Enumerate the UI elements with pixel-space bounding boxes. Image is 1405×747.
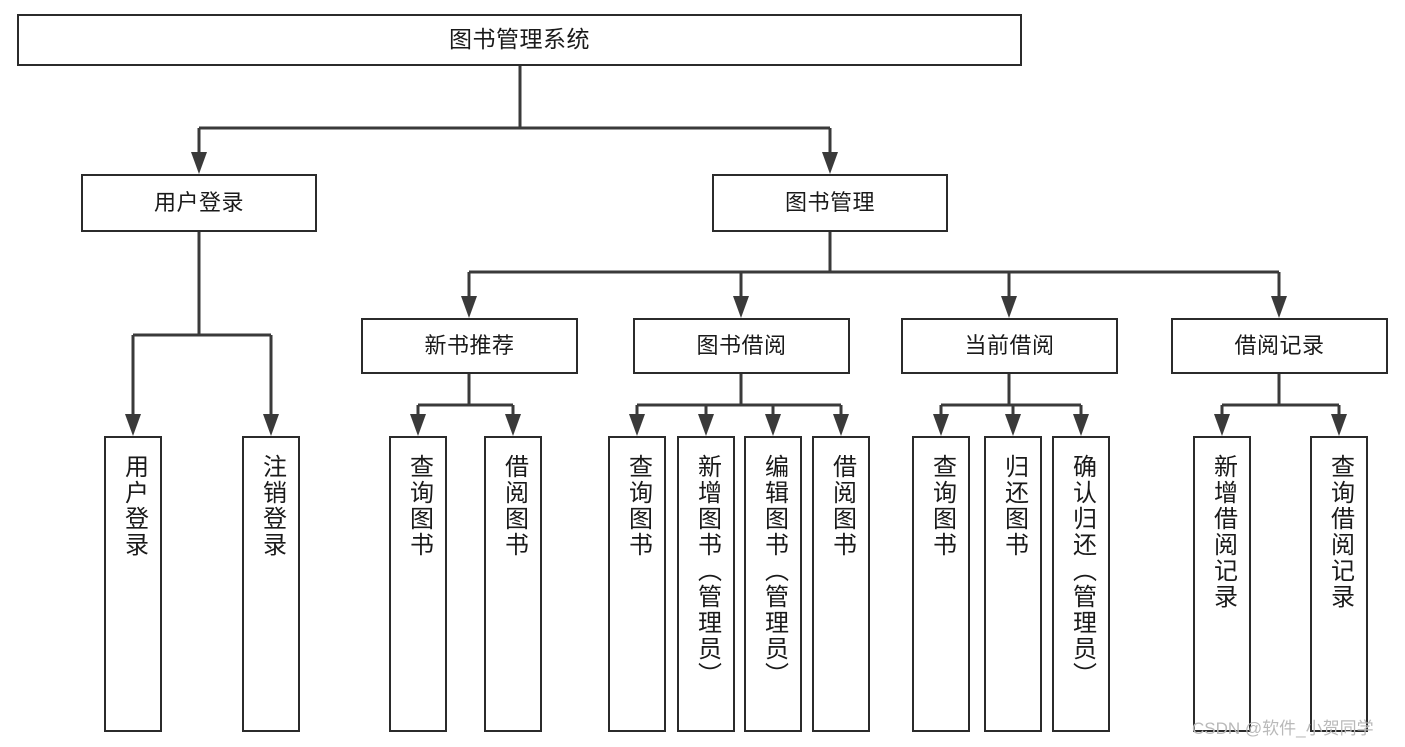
node-leaf-bor-query[interactable]: 查询图书 bbox=[608, 436, 666, 732]
connector-arrow-bookmgmt-1 bbox=[733, 296, 749, 318]
node-label: 查询图书 bbox=[405, 454, 433, 558]
node-records[interactable]: 借阅记录 bbox=[1171, 318, 1388, 374]
connector-arrow-borrow-1 bbox=[698, 414, 714, 436]
csdn-watermark: CSDN @软件_小贺同学 bbox=[1192, 719, 1374, 738]
node-label: 确认归还（管理员） bbox=[1068, 454, 1096, 688]
node-label: 编辑图书（管理员） bbox=[760, 454, 788, 688]
node-label: 图书借阅 bbox=[696, 332, 787, 358]
node-label: 新书推荐 bbox=[424, 332, 515, 358]
node-leaf-user-login[interactable]: 用户登录 bbox=[104, 436, 162, 732]
node-label: 图书管理系统 bbox=[449, 26, 590, 53]
node-label: 归还图书 bbox=[1000, 454, 1028, 558]
connector-arrow-newrec-1 bbox=[505, 414, 521, 436]
node-leaf-rec-borrow[interactable]: 借阅图书 bbox=[484, 436, 542, 732]
connector-arrow-current-2 bbox=[1073, 414, 1089, 436]
connector-arrow-login-1 bbox=[263, 414, 279, 436]
connector-arrow-newrec-0 bbox=[410, 414, 426, 436]
connector-arrow-current-0 bbox=[933, 414, 949, 436]
node-label: 借阅图书 bbox=[500, 454, 528, 558]
node-leaf-cur-confirm[interactable]: 确认归还（管理员） bbox=[1052, 436, 1110, 732]
node-label: 用户登录 bbox=[153, 189, 244, 215]
node-label: 注销登录 bbox=[258, 454, 286, 558]
node-label: 借阅图书 bbox=[828, 454, 856, 558]
connector-arrow-login-0 bbox=[125, 414, 141, 436]
node-current[interactable]: 当前借阅 bbox=[901, 318, 1118, 374]
node-leaf-rcd-query[interactable]: 查询借阅记录 bbox=[1310, 436, 1368, 732]
node-leaf-rcd-add[interactable]: 新增借阅记录 bbox=[1193, 436, 1251, 732]
node-label: 查询图书 bbox=[928, 454, 956, 558]
node-leaf-cur-query[interactable]: 查询图书 bbox=[912, 436, 970, 732]
node-label: 查询借阅记录 bbox=[1326, 454, 1354, 610]
node-leaf-bor-edit[interactable]: 编辑图书（管理员） bbox=[744, 436, 802, 732]
connector-arrow-records-0 bbox=[1214, 414, 1230, 436]
connector-arrow-borrow-3 bbox=[833, 414, 849, 436]
node-bookmgmt[interactable]: 图书管理 bbox=[712, 174, 948, 232]
node-newrec[interactable]: 新书推荐 bbox=[361, 318, 578, 374]
connector-arrow-bookmgmt-0 bbox=[461, 296, 477, 318]
node-label: 借阅记录 bbox=[1234, 332, 1325, 358]
node-login[interactable]: 用户登录 bbox=[81, 174, 317, 232]
connector-arrow-bookmgmt-3 bbox=[1271, 296, 1287, 318]
connector-arrow-current-1 bbox=[1005, 414, 1021, 436]
node-leaf-user-logout[interactable]: 注销登录 bbox=[242, 436, 300, 732]
node-label: 新增借阅记录 bbox=[1209, 454, 1237, 610]
node-root[interactable]: 图书管理系统 bbox=[17, 14, 1022, 66]
node-leaf-cur-return[interactable]: 归还图书 bbox=[984, 436, 1042, 732]
node-borrow[interactable]: 图书借阅 bbox=[633, 318, 850, 374]
connector-arrow-bookmgmt-2 bbox=[1001, 296, 1017, 318]
node-label: 新增图书（管理员） bbox=[693, 454, 721, 688]
node-label: 用户登录 bbox=[120, 454, 148, 558]
node-label: 查询图书 bbox=[624, 454, 652, 558]
connector-arrow-borrow-0 bbox=[629, 414, 645, 436]
connector-arrow-records-1 bbox=[1331, 414, 1347, 436]
node-leaf-bor-add[interactable]: 新增图书（管理员） bbox=[677, 436, 735, 732]
connector-arrow-root-0 bbox=[191, 152, 207, 174]
node-label: 当前借阅 bbox=[964, 332, 1055, 358]
node-label: 图书管理 bbox=[784, 189, 875, 215]
node-leaf-bor-lend[interactable]: 借阅图书 bbox=[812, 436, 870, 732]
connector-arrow-borrow-2 bbox=[765, 414, 781, 436]
connector-arrow-root-1 bbox=[822, 152, 838, 174]
node-leaf-rec-query[interactable]: 查询图书 bbox=[389, 436, 447, 732]
